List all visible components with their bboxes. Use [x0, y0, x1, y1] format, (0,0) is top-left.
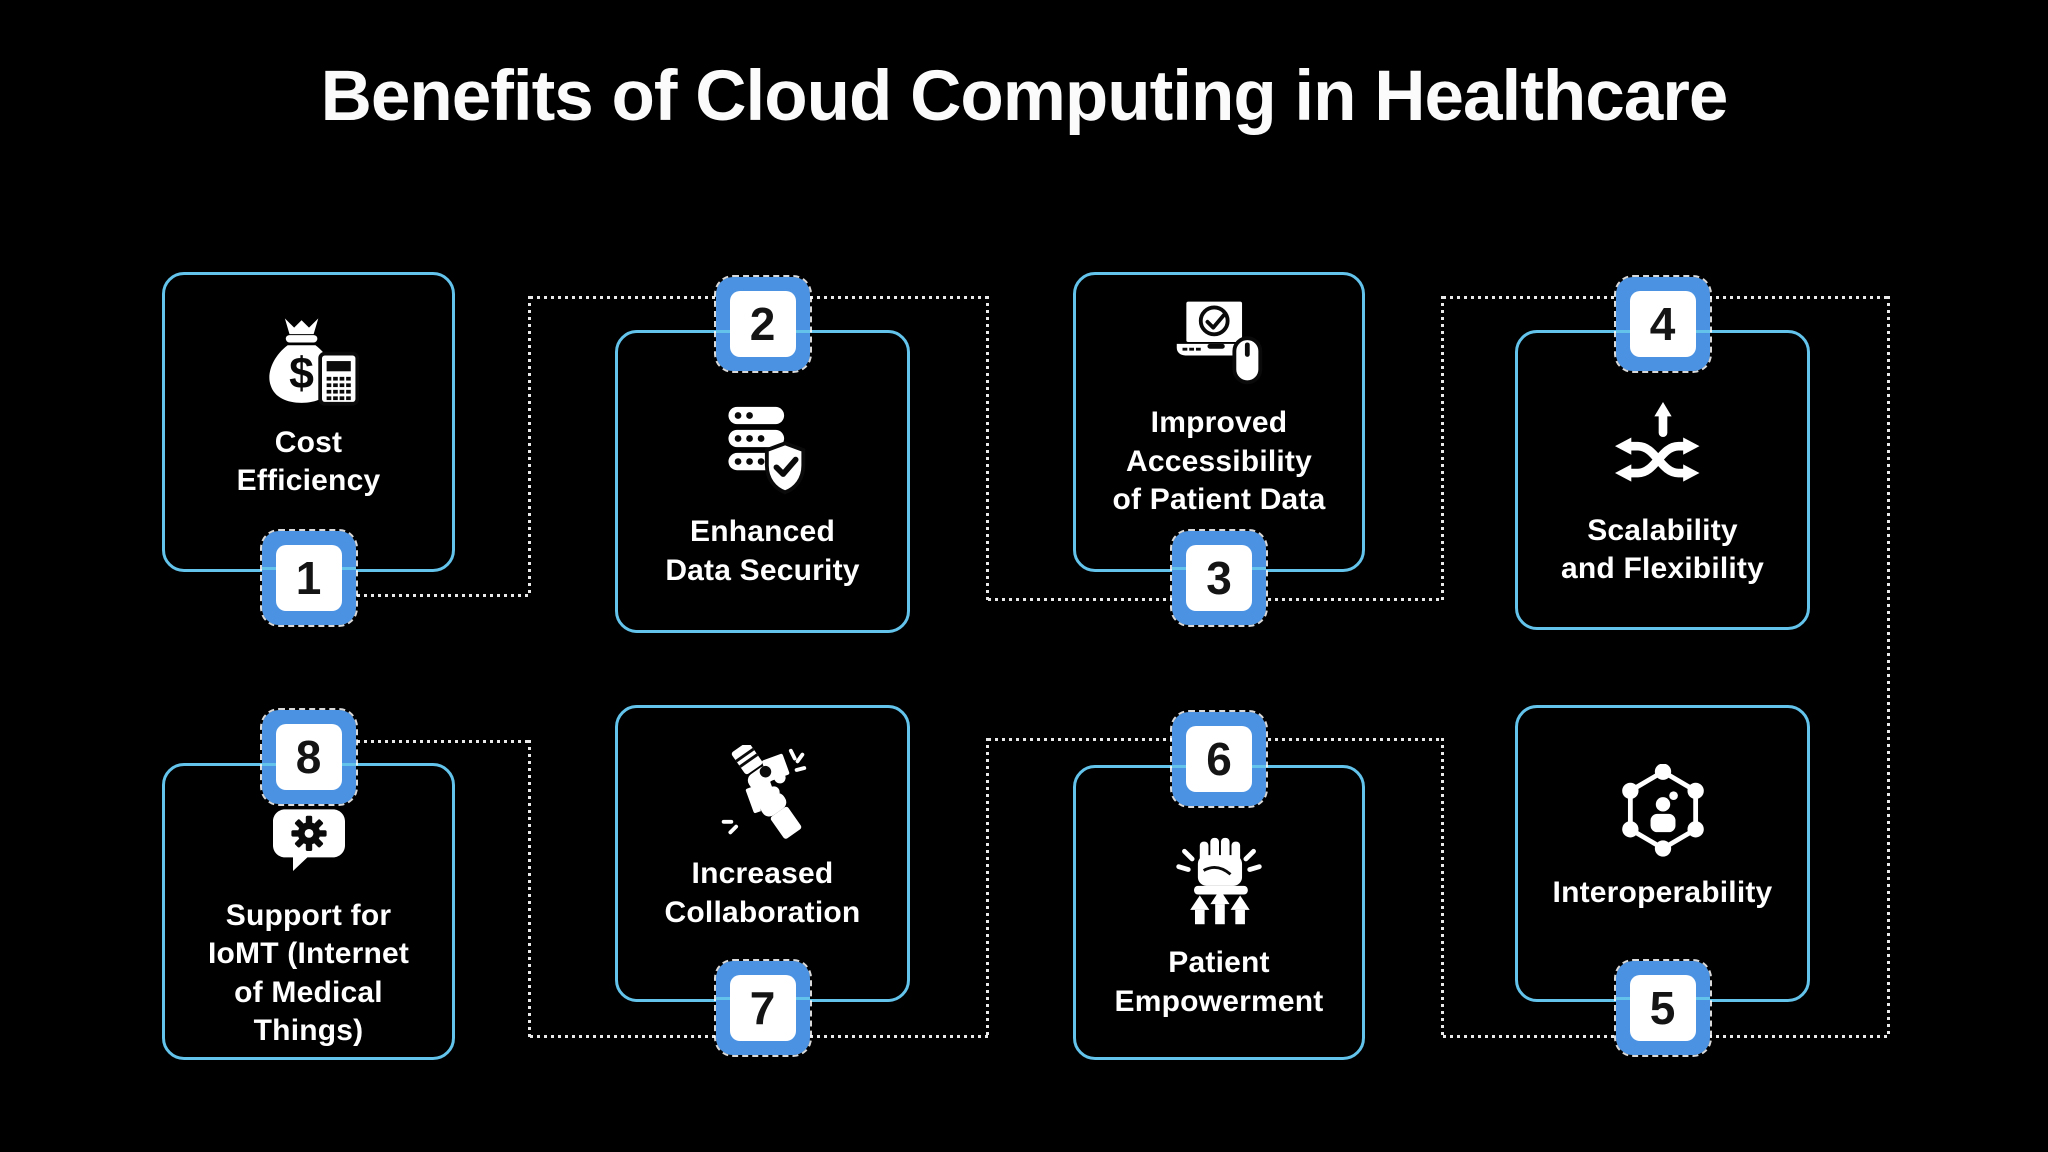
connector-segment	[308, 594, 530, 597]
step-badge-7: 7	[713, 959, 812, 1057]
connector-segment	[1441, 738, 1444, 1038]
card-label: Support for IoMT (Internet of Medical Th…	[207, 898, 410, 1047]
card-label: Interoperability	[1552, 876, 1773, 910]
connector-segment	[528, 740, 531, 1038]
step-number: 3	[1206, 552, 1232, 604]
card-patient-empowerment: 6	[1073, 710, 1365, 1060]
step-number: 6	[1206, 733, 1232, 785]
card-label: Cost Efficiency	[236, 425, 381, 497]
card-enhanced-data-security: 2 Enhanced Data Security	[615, 275, 910, 633]
connector-segment	[986, 738, 989, 1038]
step-number: 1	[295, 552, 322, 604]
step-number: 7	[749, 982, 776, 1034]
step-number: 2	[749, 298, 776, 350]
step-badge-8: 8	[259, 708, 358, 806]
connector-segment	[1441, 296, 1444, 601]
step-number: 4	[1649, 298, 1676, 350]
card-label: Patient Empowerment	[1114, 946, 1324, 1018]
step-badge-4: 4	[1613, 275, 1712, 373]
server-shield-icon	[711, 403, 815, 499]
speech-bubble-gear-icon	[265, 803, 353, 883]
connector-segment	[986, 296, 989, 601]
card-scalability-flexibility: 4 Scalability and Flexibility	[1515, 275, 1810, 630]
card-support-iomt: 8 Support for IoMT (Internet of Medical …	[162, 708, 455, 1060]
shuffle-arrows-icon	[1611, 401, 1715, 498]
connector-segment	[528, 296, 531, 597]
step-number: 8	[295, 731, 322, 783]
step-badge-1: 1	[259, 529, 358, 627]
card-improved-accessibility: Improved Accessibility of Patient Data 3	[1073, 272, 1365, 627]
step-badge-6: 6	[1170, 710, 1268, 808]
card-interoperability: Interoperability 5	[1515, 705, 1810, 1057]
step-badge-2: 2	[713, 275, 812, 373]
card-label: Scalability and Flexibility	[1560, 513, 1765, 585]
step-badge-3: 3	[1170, 529, 1268, 627]
card-cost-efficiency: $ Cost Efficiency 1	[162, 272, 455, 627]
connector-segment	[1887, 296, 1890, 1038]
laptop-check-mouse-icon	[1167, 294, 1271, 390]
connector-segment	[308, 740, 530, 743]
card-label: Increased Collaboration	[664, 857, 861, 929]
network-person-icon	[1611, 764, 1715, 860]
hands-puzzle-icon	[711, 745, 815, 841]
card-label: Improved Accessibility of Patient Data	[1112, 406, 1326, 517]
step-number: 5	[1649, 982, 1676, 1034]
page-title: Benefits of Cloud Computing in Healthcar…	[320, 57, 1729, 136]
money-bag-calculator-icon: $	[257, 314, 361, 410]
step-badge-5: 5	[1613, 959, 1712, 1057]
card-increased-collaboration: Increased Collaboration 7	[615, 705, 910, 1057]
card-label: Enhanced Data Security	[665, 515, 860, 587]
svg-text:$: $	[289, 349, 314, 398]
fist-up-arrows-icon	[1167, 834, 1271, 930]
